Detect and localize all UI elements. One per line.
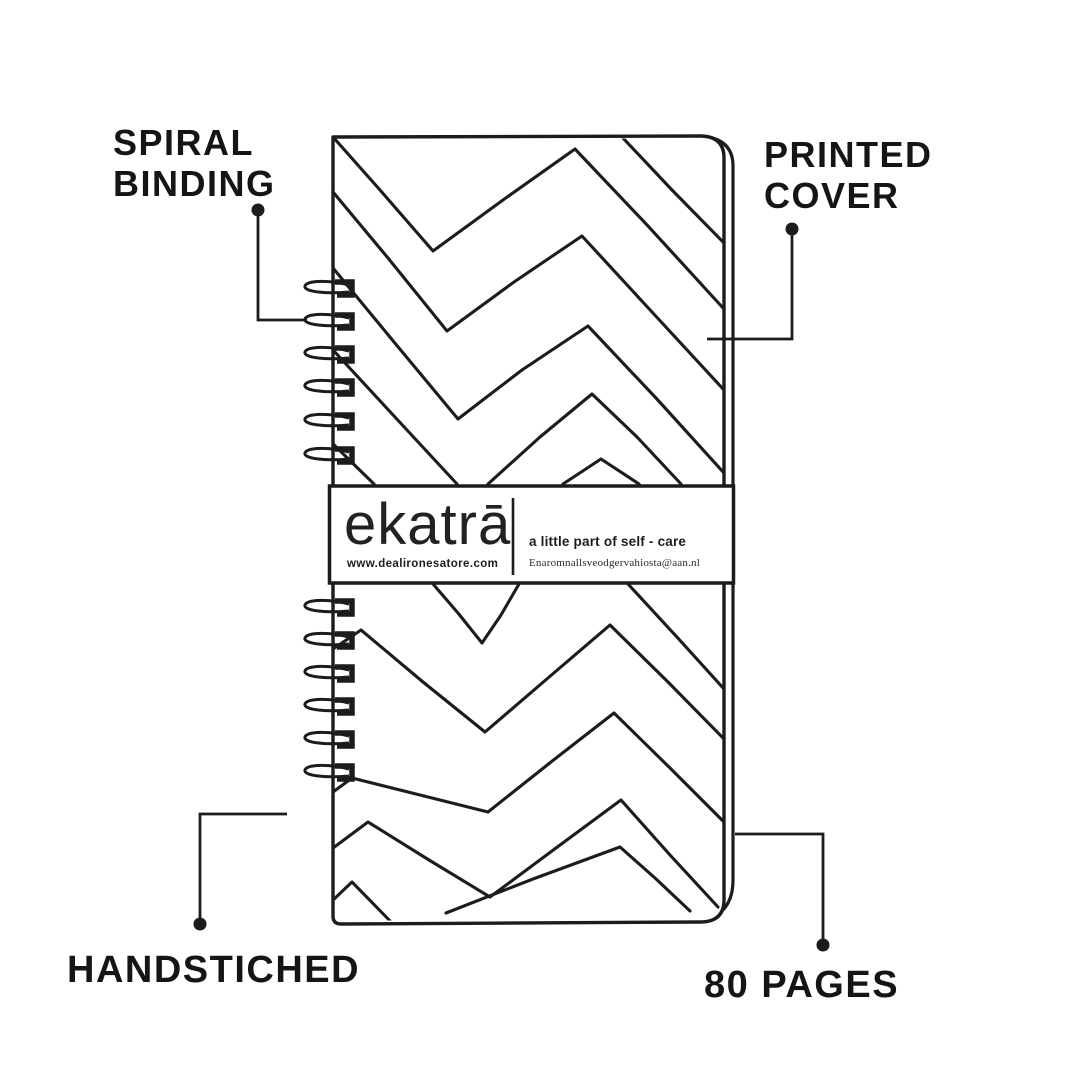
- leader-dot-spiral-binding: [251, 203, 265, 217]
- band-tagline: a little part of self - care: [529, 534, 687, 549]
- label-printed-cover: PRINTED COVER: [764, 134, 933, 216]
- label-spiral-binding-line2: BINDING: [113, 163, 276, 204]
- label-spiral-binding-line1: SPIRAL: [113, 122, 255, 163]
- chevron-cover-pattern: [334, 138, 723, 921]
- brand-logo: ekatrā: [344, 492, 512, 557]
- leader-dot-handstiched: [193, 917, 207, 931]
- leader-line-spiral-binding: [256, 210, 307, 322]
- leader-line-printed-cover: [707, 229, 794, 341]
- brand-website: www.dealironesatore.com: [347, 558, 499, 570]
- leader-dot-pages: [816, 938, 830, 952]
- belly-band: [327, 484, 736, 585]
- label-pages: 80 PAGES: [704, 964, 900, 1006]
- label-printed-cover-line2: COVER: [764, 175, 900, 216]
- leader-line-handstiched: [198, 812, 287, 924]
- band-contact-email: Enaromnallsveodgervahiosta@aan.nl: [529, 557, 700, 569]
- leader-lines: [198, 210, 825, 945]
- label-printed-cover-line1: PRINTED: [764, 134, 933, 175]
- label-handstiched: HANDSTICHED: [67, 949, 361, 991]
- leader-dot-printed-cover: [785, 222, 799, 236]
- label-spiral-binding: SPIRAL BINDING: [113, 122, 276, 204]
- leader-line-pages: [735, 832, 825, 945]
- leader-dots: [193, 203, 830, 952]
